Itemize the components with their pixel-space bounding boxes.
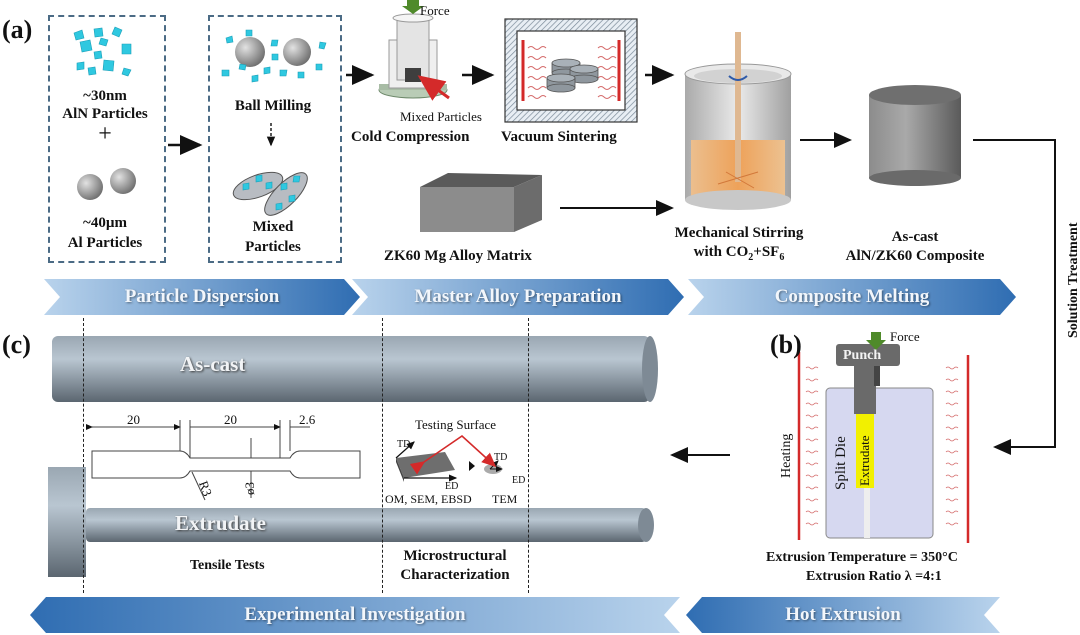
stage-banners-bottom [30,597,1000,633]
panel-label-b: (b) [770,330,802,359]
force-arrow-icon [402,0,424,14]
tensile-specimen-drawing [86,420,361,501]
ball-milling-label: Ball Milling [234,98,312,114]
stage-composite-melting: Composite Melting [774,286,930,307]
extrusion-ratio: Extrusion Ratio λ =4:1 [806,569,942,584]
al-particle-icon [110,168,136,194]
dim-grip-length: 20 [127,412,140,427]
aln-label: AlN Particles [62,106,148,122]
mixed-label: Mixed [252,219,294,235]
td-label: TD [397,439,411,450]
milling-box [208,15,342,263]
ascast-rod-label: As-cast [180,352,246,376]
vacuum-furnace-icon [504,18,638,123]
characterization-label: Characterization [400,567,510,583]
mixed-particles-label: Mixed Particles [400,109,482,124]
mixed-particles-icon [232,171,308,216]
guide-line [528,318,529,593]
particles-label: Particles [245,239,301,255]
panel-label-c: (c) [2,330,31,359]
ball-milling-icon [221,29,327,83]
al-particle-icon [77,174,103,200]
composite-label: AlN/ZK60 Composite [845,248,985,264]
banner-experimental [30,597,680,633]
extrudate-rod-label: Extrudate [175,511,266,535]
ascast-label: As-cast [891,229,939,245]
td-label-tem: TD [494,452,508,463]
solution-treatment-arrow [973,139,1056,455]
vacuum-sintering-label: Vacuum Sintering [501,129,617,145]
dim-gauge-length: 20 [224,412,237,427]
cold-compression-press-icon [378,13,450,101]
stage-particle-dispersion: Particle Dispersion [124,286,280,307]
banner-particle-dispersion [44,279,360,315]
heating-label: Heating [779,433,794,478]
stage-banners-top [44,279,1016,315]
split-die-label: Split Die [833,436,849,490]
stirring-crucible-icon [684,32,792,210]
particles-box [48,15,166,263]
extrudate-rod [48,467,654,577]
extrudate-label: Extrudate [857,435,872,486]
cold-compression-label: Cold Compression [351,129,470,145]
plus-sign: + [98,121,112,147]
stage-hot-extrusion: Hot Extrusion [785,604,901,625]
zk60-label: ZK60 Mg Alloy Matrix [384,248,532,264]
punch-label: Punch [843,348,882,363]
testing-surface-label: Testing Surface [415,417,497,432]
stage-experimental: Experimental Investigation [244,604,466,625]
dim-transition: 2.6 [299,412,316,427]
ed-label: ED [445,481,459,492]
guide-line [382,318,383,593]
al-size: ~40µm [83,215,127,231]
methods-tem: TEM [492,492,518,506]
methods-om-sem-ebsd: OM, SEM, EBSD [385,492,472,506]
banner-composite-melting [688,279,1016,315]
aln-particles-icon [73,26,132,77]
ascast-cylinder-icon [869,85,961,186]
micro-sample-icon [395,434,503,482]
tensile-tests-label: Tensile Tests [190,558,265,573]
extrusion-temperature: Extrusion Temperature = 350°C [766,550,958,565]
solution-treatment-label: Solution Treatment [1066,222,1080,338]
ed-label-tem: ED [512,475,526,486]
extrusion-force-label: Force [890,329,920,344]
panel-label-a: (a) [2,15,33,44]
al-label: Al Particles [67,235,143,251]
zk60-block-icon [420,173,542,232]
dim-diameter: ø3 [242,482,257,495]
banner-hot-extrusion [686,597,1000,633]
force-label: Force [420,3,450,18]
stirring-label: Mechanical Stirring [674,225,804,241]
ascast-rod [52,336,658,402]
stirring-gas-label: with CO2+SF6 [693,244,785,263]
extrusion-setup-icon [797,332,970,543]
guide-line [83,318,84,593]
stage-master-alloy: Master Alloy Preparation [414,286,622,307]
banner-master-alloy [352,279,684,315]
microstructural-label: Microstructural [403,548,507,564]
aln-size: ~30nm [83,88,127,104]
